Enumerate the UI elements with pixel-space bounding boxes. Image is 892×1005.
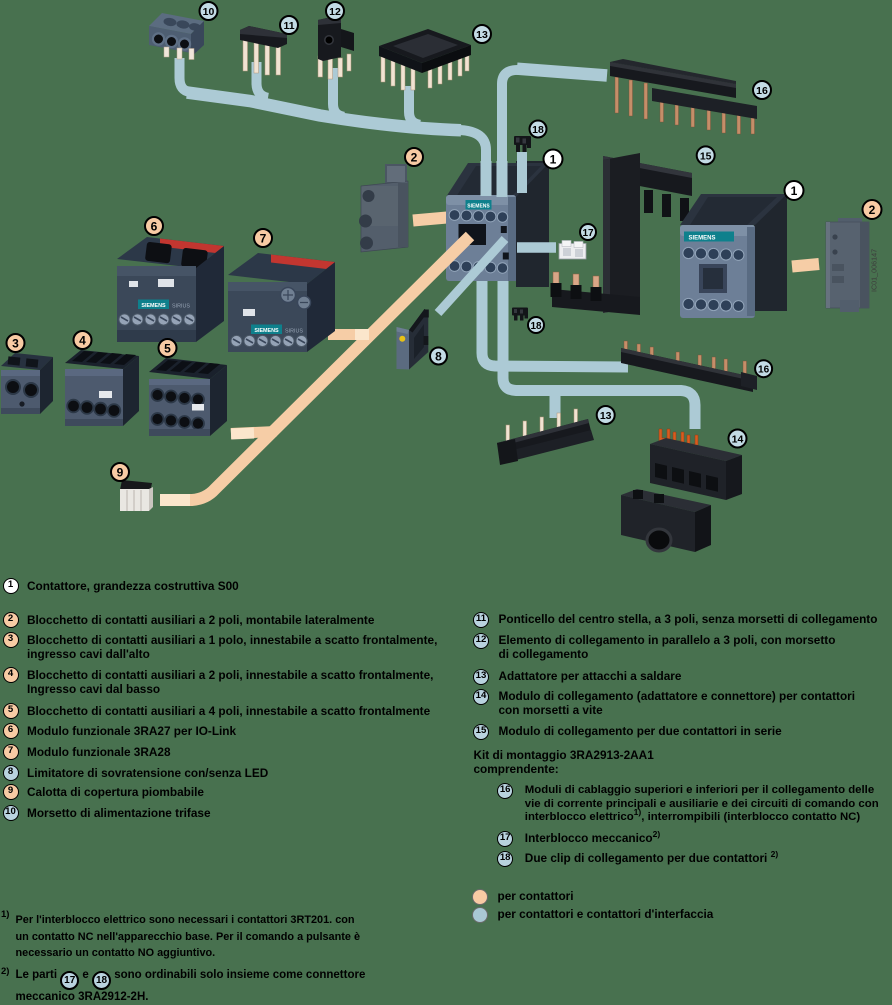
svg-text:13: 13 <box>600 410 612 422</box>
svg-text:11: 11 <box>283 20 294 32</box>
svg-text:18: 18 <box>530 321 542 332</box>
svg-text:18: 18 <box>532 124 544 136</box>
svg-text:SIEMENS: SIEMENS <box>141 303 166 309</box>
svg-text:SIEMENS: SIEMENS <box>688 236 715 242</box>
svg-text:12: 12 <box>329 6 341 18</box>
svg-text:10: 10 <box>203 6 215 18</box>
svg-text:SIEMENS: SIEMENS <box>254 328 279 334</box>
svg-text:SIRIUS: SIRIUS <box>172 304 190 310</box>
svg-text:9: 9 <box>117 466 124 480</box>
svg-text:SIEMENS: SIEMENS <box>467 204 490 210</box>
svg-text:2: 2 <box>869 203 876 217</box>
svg-text:SIRIUS: SIRIUS <box>285 329 303 335</box>
svg-text:14: 14 <box>732 434 744 446</box>
svg-text:7: 7 <box>260 232 267 246</box>
svg-text:13: 13 <box>476 29 488 41</box>
svg-text:8: 8 <box>435 350 442 364</box>
svg-text:IC01_006147: IC01_006147 <box>870 249 879 292</box>
svg-text:15: 15 <box>700 150 712 162</box>
svg-text:1: 1 <box>791 184 798 198</box>
svg-text:16: 16 <box>758 365 770 376</box>
svg-text:16: 16 <box>756 85 768 97</box>
svg-text:2: 2 <box>411 151 418 165</box>
svg-text:3: 3 <box>12 337 19 351</box>
svg-text:6: 6 <box>151 220 158 234</box>
svg-text:1: 1 <box>550 153 557 167</box>
svg-text:5: 5 <box>164 342 171 356</box>
svg-text:4: 4 <box>79 334 86 348</box>
svg-text:17: 17 <box>582 228 594 239</box>
